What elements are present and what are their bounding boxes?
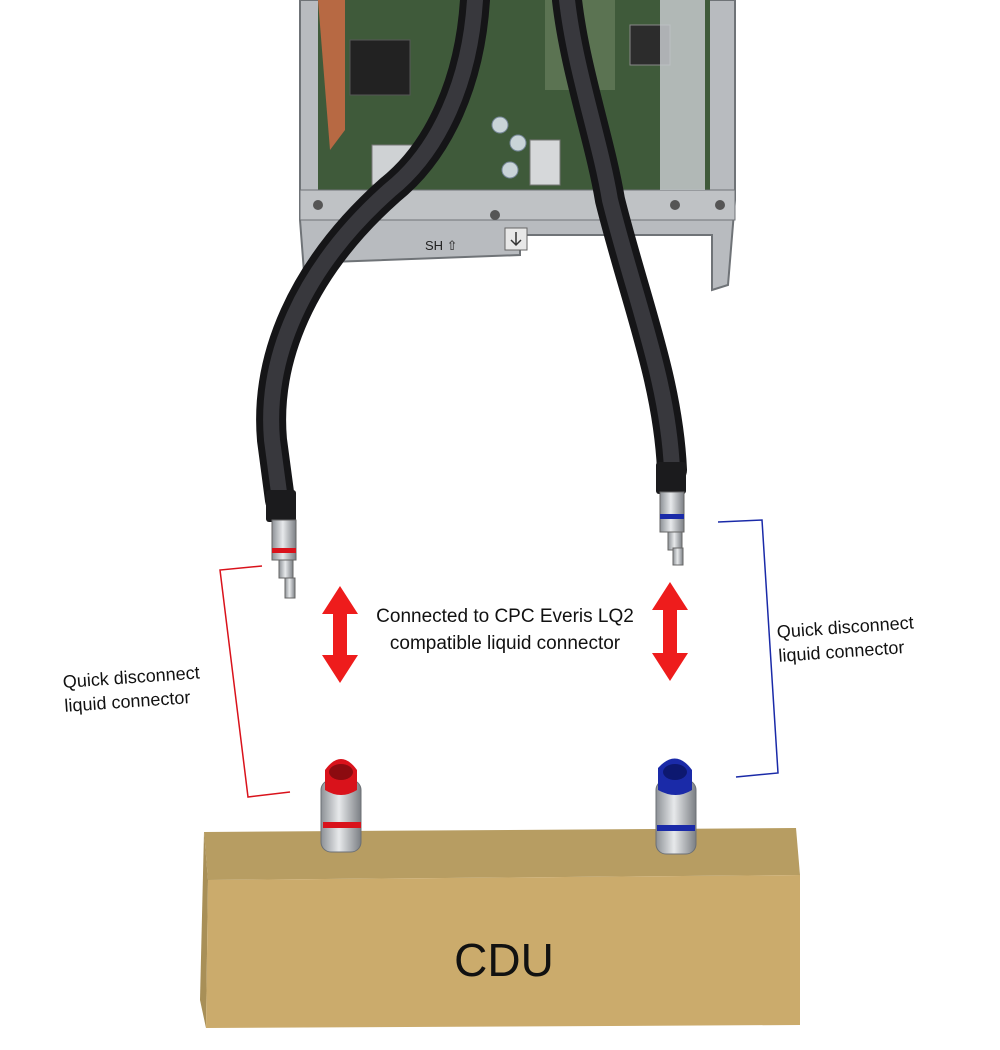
usb-port: [529, 139, 561, 186]
return-socket-connector: [655, 758, 697, 855]
screw: [670, 200, 680, 210]
cdu-front: [206, 875, 800, 1028]
double-headed-arrow-icon: [322, 586, 358, 683]
return-plug-connector: [656, 462, 686, 566]
screw: [715, 200, 725, 210]
double-headed-arrow-icon: [652, 582, 688, 681]
right-connector-label: Quick disconnect liquid connector: [776, 610, 916, 667]
cdu-unit: [200, 828, 800, 1028]
connection-description: Connected to CPC Everis LQ2 compatible l…: [330, 603, 680, 657]
supply-socket-connector: [320, 759, 362, 853]
chassis-label: SH ⇧: [425, 238, 458, 253]
connection-description-line-1: Connected to CPC Everis LQ2: [376, 606, 634, 627]
supply-plug-connector: [266, 490, 297, 599]
copper-tab: [318, 0, 345, 150]
cdu-side: [200, 832, 208, 1028]
right-bracket: [717, 519, 779, 778]
screw: [490, 210, 500, 220]
capacitor: [509, 134, 527, 152]
screw: [313, 200, 323, 210]
left-connector-label: Quick disconnect liquid connector: [62, 660, 202, 717]
cdu-label: CDU: [454, 934, 554, 986]
cdu-top: [204, 828, 800, 880]
capacitor: [501, 161, 519, 179]
side-bracket: [660, 0, 705, 190]
left-bracket: [219, 565, 291, 798]
capacitor: [491, 116, 509, 134]
chip: [349, 39, 411, 96]
hoses: [256, 0, 687, 515]
server-node: SH ⇧: [299, 0, 736, 292]
connection-description-line-2: compatible liquid connector: [389, 633, 621, 654]
